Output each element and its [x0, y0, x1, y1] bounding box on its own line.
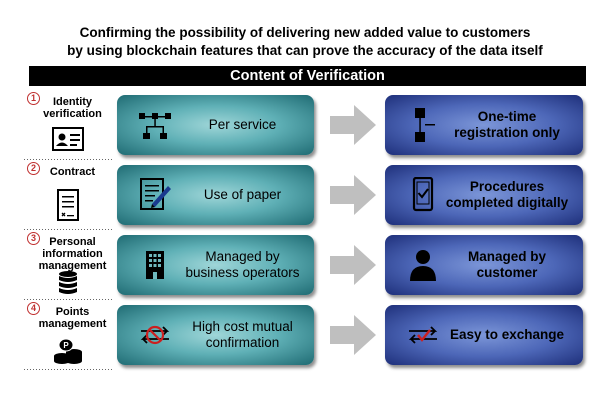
divider: [24, 369, 113, 370]
arrow-right-icon: [330, 105, 376, 145]
after-text: Procedures completed digitally: [445, 179, 569, 210]
svg-text:P: P: [63, 341, 69, 350]
row-identity-verification: 1 Identity verification Per service: [0, 92, 610, 160]
category-label: Personal information management: [38, 236, 107, 272]
after-text: One-time registration only: [454, 109, 560, 140]
row-personal-information-management: 3 Personal information management Manage…: [0, 232, 610, 300]
before-box: Per service: [117, 95, 314, 155]
arrow-right-icon: [330, 315, 376, 355]
page-title: Confirming the possibility of delivering…: [0, 24, 610, 60]
before-text: Per service: [208, 117, 277, 132]
paper-pen-icon: [140, 178, 171, 210]
number-badge: 2: [27, 162, 40, 175]
after-box: One-time registration only: [385, 95, 583, 155]
before-box: Managed by business operators: [117, 235, 314, 295]
contract-document-icon: [57, 189, 79, 221]
smartphone-check-icon: [412, 177, 434, 212]
after-box: Easy to exchange: [385, 305, 583, 365]
before-text: High cost mutual confirmation: [192, 319, 293, 350]
category-personal-information-management: 3 Personal information management: [24, 232, 113, 300]
arrow-right-icon: [330, 245, 376, 285]
coins-icon: P: [54, 338, 82, 364]
building-icon: [146, 251, 164, 279]
id-card-icon: [52, 127, 84, 151]
title-line-2: by using blockchain features that can pr…: [67, 43, 543, 58]
number-badge: 3: [27, 232, 40, 245]
category-identity-verification: 1 Identity verification: [24, 92, 113, 160]
row-points-management: 4 Points management P High cost mutual c…: [0, 302, 610, 370]
divider: [24, 159, 113, 160]
after-text: Managed by customer: [467, 249, 546, 280]
arrow-right-icon: [330, 175, 376, 215]
after-box: Procedures completed digitally: [385, 165, 583, 225]
before-box: High cost mutual confirmation: [117, 305, 314, 365]
org-chart-icon: [139, 113, 171, 139]
flow-boxes-icon: [415, 108, 435, 142]
database-icon: [59, 271, 77, 294]
number-badge: 4: [27, 302, 40, 315]
before-text: Managed by business operators: [185, 249, 300, 280]
row-contract: 2 Contract Use of paper: [0, 162, 610, 230]
title-line-1: Confirming the possibility of delivering…: [79, 25, 531, 40]
no-exchange-icon: [140, 325, 170, 345]
after-box: Managed by customer: [385, 235, 583, 295]
category-contract: 2 Contract: [24, 162, 113, 230]
category-label: Contract: [49, 166, 96, 178]
after-text: Easy to exchange: [449, 327, 565, 342]
before-text: Use of paper: [203, 187, 282, 202]
verification-banner: Content of Verification: [29, 66, 586, 86]
category-points-management: 4 Points management P: [24, 302, 113, 370]
person-icon: [410, 250, 436, 281]
divider: [24, 229, 113, 230]
divider: [24, 299, 113, 300]
exchange-check-icon: [408, 326, 438, 344]
number-badge: 1: [27, 92, 40, 105]
before-box: Use of paper: [117, 165, 314, 225]
category-label: Identity verification: [43, 96, 102, 120]
category-label: Points management: [38, 306, 107, 330]
